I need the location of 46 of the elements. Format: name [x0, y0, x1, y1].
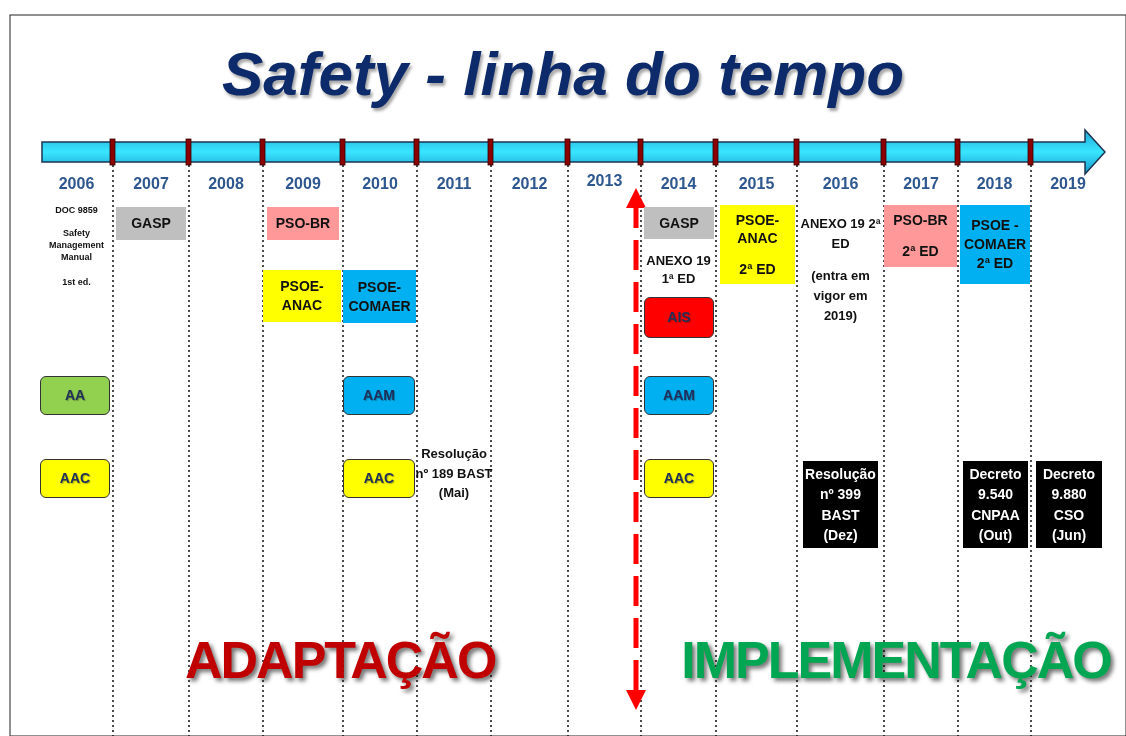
box-text: PSO-BR: [893, 211, 948, 230]
document-label: 1st ed.: [61, 277, 92, 288]
rounded-box: AAM: [343, 376, 415, 415]
rounded-box: AAC: [40, 459, 110, 498]
regulation-box: Resolução nº 399 BAST (Dez): [803, 461, 878, 548]
year-label: 2014: [659, 174, 698, 194]
program-box: [720, 205, 795, 284]
regulation-box: Decreto 9.540 CNPAA (Out): [963, 461, 1028, 548]
year-label: 2006: [57, 174, 96, 194]
rounded-box: AIS: [644, 297, 714, 338]
phase-label: ADAPTAÇÃO: [185, 632, 495, 690]
document-label: Safety Management Manual: [48, 227, 105, 264]
year-label: 2018: [975, 174, 1014, 194]
year-label: 2008: [207, 174, 245, 194]
year-label: 2009: [284, 174, 322, 194]
title: Safety - linha do tempo: [220, 38, 906, 109]
year-label: 2013: [585, 171, 624, 191]
rounded-box: AAC: [343, 459, 415, 498]
rounded-box: AAC: [644, 459, 714, 498]
program-box: PSOE-COMAER: [343, 270, 416, 323]
year-label: 2011: [435, 174, 473, 194]
box-text: 2ª ED: [739, 259, 776, 279]
year-label: 2010: [361, 174, 399, 194]
event-note: (entra em vigor em 2019): [810, 267, 871, 326]
document-label: DOC 9859: [54, 205, 99, 216]
program-box: [884, 205, 957, 267]
year-label: 2012: [510, 174, 549, 194]
box-text: 2ª ED: [902, 242, 939, 261]
year-label: 2017: [902, 174, 940, 194]
program-box: GASP: [116, 207, 186, 240]
year-label: 2016: [821, 174, 860, 194]
event-label: ANEXO 19 1ª ED: [645, 252, 712, 288]
event-label: Resolução nº 189 BAST (Mai): [414, 445, 494, 502]
rounded-box: AAM: [644, 376, 714, 415]
phase-label: IMPLEMENTAÇÃO: [680, 632, 1112, 690]
program-box: PSO-BR: [267, 207, 339, 240]
year-label: 2019: [1049, 174, 1087, 194]
event-label: ANEXO 19 2ª ED: [799, 215, 882, 254]
box-text: PSOE-ANAC: [734, 210, 781, 249]
program-box: PSOE-ANAC: [263, 270, 341, 322]
year-label: 2007: [132, 174, 170, 194]
program-box: GASP: [644, 207, 714, 239]
year-label: 2015: [737, 174, 776, 194]
program-box: PSOE - COMAER 2ª ED: [960, 205, 1030, 284]
rounded-box: AA: [40, 376, 110, 415]
regulation-box: Decreto 9.880 CSO (Jun): [1036, 461, 1102, 548]
